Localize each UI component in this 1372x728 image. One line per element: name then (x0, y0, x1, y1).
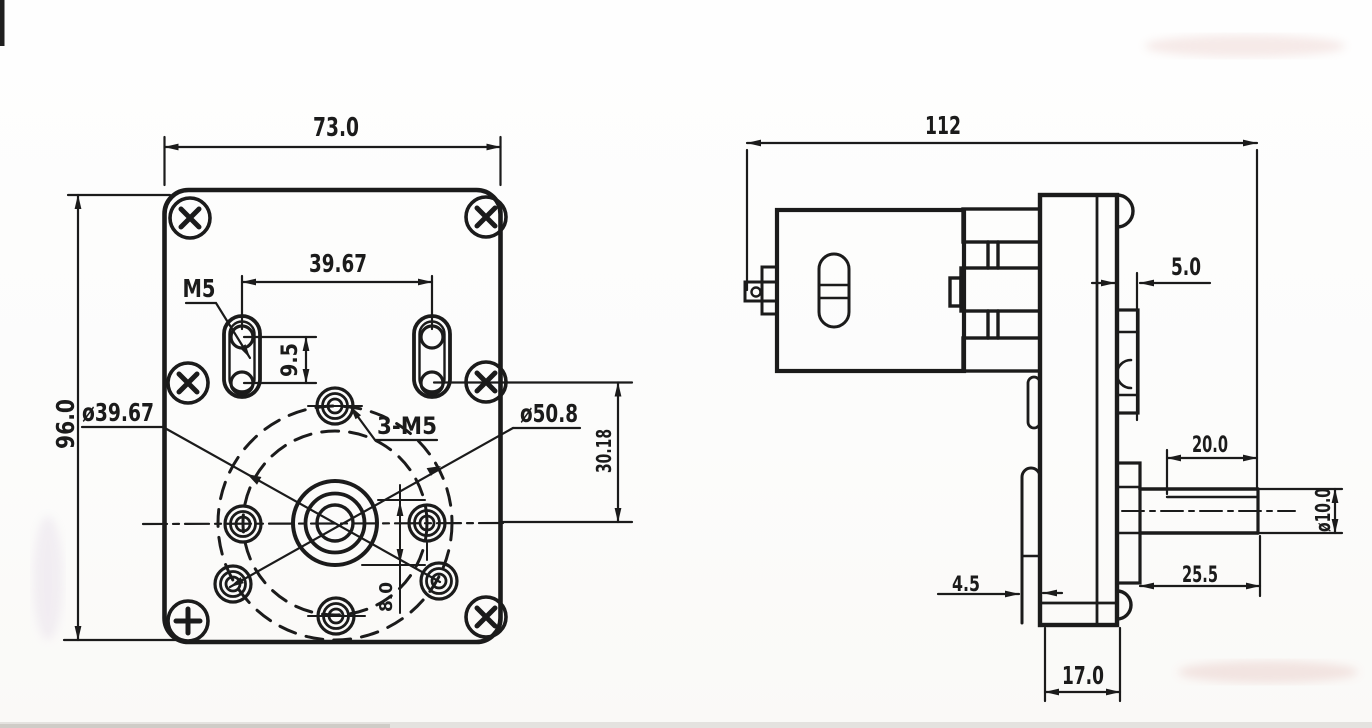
screw-top-left (168, 196, 212, 240)
label-thread-callout: 3-M5 (377, 412, 437, 440)
leader-m5 (184, 301, 252, 360)
leader-3-m5 (348, 404, 439, 442)
screw-bottom-left (166, 599, 210, 643)
dim-boss-thickness (1090, 271, 1212, 422)
label-slot-hole-pitch: 9.5 (278, 343, 303, 377)
front-view (62, 135, 634, 645)
front-plate-outline (162, 187, 503, 645)
dimension-labels: 73.0 39.67 M5 9.5 96.0 ø39.67 ø50.8 3-M5… (51, 111, 1335, 690)
label-shaft-diameter: ø10.0 (1311, 488, 1335, 532)
leader-bolt-circle-large (228, 426, 582, 589)
dim-shaft-diameter (1258, 487, 1344, 535)
bolt-hole-bottom-left (213, 564, 253, 604)
label-gearbox-depth: 17.0 (1062, 661, 1104, 690)
gear-neck-upper (986, 240, 1000, 270)
motor-body (774, 207, 967, 374)
watermark-bottom-right (1178, 661, 1358, 683)
gear-step-middle (959, 266, 1042, 313)
dim-gearbox-depth (1043, 626, 1122, 703)
leader-bolt-circle-small (80, 425, 442, 584)
bolt-hole-top (307, 386, 363, 426)
gear-step-tab (948, 276, 963, 308)
scan-bottom-band (0, 722, 1372, 728)
plate-tab-lower (1020, 466, 1042, 625)
label-shaft-length: 25.5 (1182, 563, 1218, 588)
dim-overall-length (745, 139, 1259, 489)
motor-terminal (743, 265, 779, 316)
label-plate-height: 96.0 (51, 399, 80, 449)
dim-slot-span (240, 274, 434, 331)
dim-shaft-flat (361, 484, 426, 614)
plate-tab-upper (1026, 375, 1042, 430)
watermark-left (33, 516, 63, 640)
label-shaft-flat-length: 20.0 (1192, 433, 1228, 458)
motor-capsule (817, 252, 851, 329)
gear-step-bottom (961, 336, 1042, 373)
dim-plate-height (62, 193, 182, 642)
label-hole-offset: 30.18 (592, 429, 616, 473)
dim-shaft-flat-length (1165, 448, 1259, 496)
drawing-lines (62, 135, 1344, 703)
bolt-hole-bottom (307, 596, 366, 636)
screw-mid-left (166, 361, 210, 405)
gear-neck-lower (986, 309, 1000, 340)
dim-tab-width (936, 589, 1064, 598)
plate-bump-bottom (1115, 589, 1133, 621)
bolt-hole-bottom-right (419, 561, 459, 601)
output-shaft (1121, 487, 1296, 535)
dim-slot-hole-pitch (242, 335, 318, 385)
boss-notch (1115, 358, 1133, 390)
label-bolt-circle-small: ø39.67 (82, 398, 154, 427)
side-view (743, 139, 1344, 703)
label-boss-thickness: 5.0 (1171, 253, 1201, 281)
screw-top-right (464, 195, 508, 239)
scan-edge-mark (0, 0, 5, 46)
label-tab-width: 4.5 (952, 572, 980, 596)
dim-hole-offset (432, 381, 634, 524)
gear-step-top (961, 207, 1042, 244)
label-plate-width: 73.0 (313, 113, 359, 143)
scan-bottom-band-left (0, 724, 390, 728)
label-bolt-circle-large: ø50.8 (520, 399, 578, 428)
plate-bump-top (1115, 193, 1135, 229)
label-shaft-flat: 8.0 (376, 582, 397, 612)
dim-shaft-length (1138, 534, 1262, 598)
front-centerline (141, 521, 510, 526)
watermark-top-right (1145, 35, 1345, 57)
label-overall-length: 112 (925, 111, 961, 140)
label-slot-span: 39.67 (309, 249, 367, 278)
screw-bottom-right (464, 595, 508, 639)
dim-plate-width (163, 135, 502, 187)
label-slot-thread: M5 (183, 274, 216, 303)
boss-lower (1115, 461, 1142, 585)
